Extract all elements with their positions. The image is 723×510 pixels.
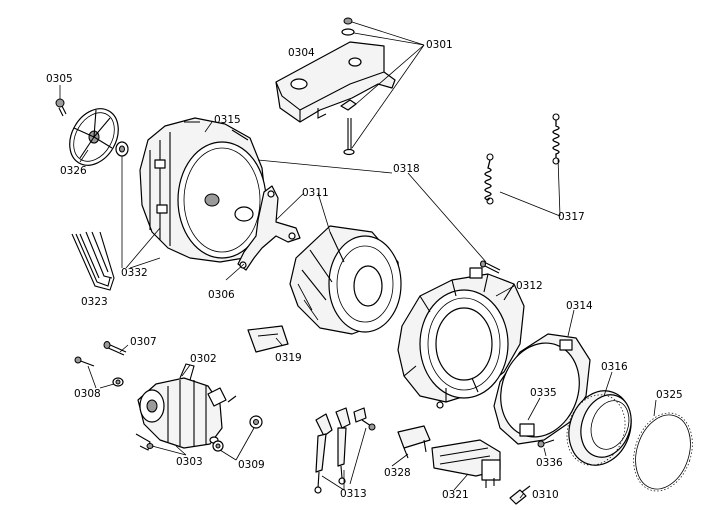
- label-0314: 0314: [566, 300, 593, 312]
- part-0307-screw: [103, 341, 127, 356]
- label-0308: 0308: [74, 388, 101, 400]
- part-0326-pulley: [69, 108, 119, 166]
- part-0315-rear-tub: [139, 117, 267, 263]
- label-0316: 0316: [601, 361, 628, 373]
- label-0310: 0310: [532, 489, 559, 501]
- label-0317: 0317: [558, 211, 585, 223]
- part-0313-shock-absorbers: [314, 407, 376, 494]
- part-0314-front-ring: [493, 333, 591, 445]
- part-0323-belt: [71, 231, 115, 291]
- part-0310-sensor: [509, 485, 531, 505]
- part-0302-motor: [137, 363, 227, 449]
- part-0309-grommets: [212, 415, 263, 452]
- part-0312-front-tub: [397, 267, 525, 409]
- label-0335: 0335: [530, 387, 557, 399]
- label-0325: 0325: [656, 389, 683, 401]
- part-0305-bolt: [55, 98, 67, 117]
- part-0316-door-seal: [566, 390, 632, 466]
- label-0307: 0307: [130, 336, 157, 348]
- label-0313: 0313: [340, 488, 367, 500]
- part-0325-clamp-ring: [633, 412, 693, 492]
- part-0304-counterweight: [275, 41, 396, 123]
- part-0308-bolts: [74, 356, 124, 387]
- part-0328-clamp: [397, 425, 431, 459]
- label-0312: 0312: [516, 280, 543, 292]
- label-0309: 0309: [238, 459, 265, 471]
- label-0304: 0304: [288, 47, 315, 59]
- label-0301: 0301: [426, 39, 453, 51]
- part-0301-screws: [340, 17, 357, 156]
- label-0328: 0328: [384, 467, 411, 479]
- part-0311-drum: [289, 225, 402, 335]
- label-0318: 0318: [393, 163, 420, 175]
- part-0336-screw: [537, 439, 555, 448]
- leader-lines: [59, 21, 657, 499]
- part-0319-plate: [247, 325, 289, 353]
- label-0321: 0321: [442, 489, 469, 501]
- part-washer: [115, 141, 129, 157]
- callout-labels: 0301 0304 0305 0315 0326 0318 0311 0317 …: [46, 39, 683, 501]
- label-0303: 0303: [176, 456, 203, 468]
- label-0315: 0315: [214, 114, 241, 126]
- part-0318-bolt: [480, 260, 501, 274]
- label-0323: 0323: [81, 296, 108, 308]
- label-0336: 0336: [536, 457, 563, 469]
- label-0326: 0326: [60, 165, 87, 177]
- label-0332: 0332: [121, 267, 148, 279]
- label-0311: 0311: [302, 187, 329, 199]
- part-0321-heater: [431, 439, 501, 488]
- label-0306: 0306: [208, 289, 235, 301]
- part-0306-bracket: [237, 185, 301, 271]
- label-0319: 0319: [275, 352, 302, 364]
- label-0305: 0305: [46, 73, 73, 85]
- label-0302: 0302: [190, 353, 217, 365]
- part-0317-springs: [484, 113, 560, 205]
